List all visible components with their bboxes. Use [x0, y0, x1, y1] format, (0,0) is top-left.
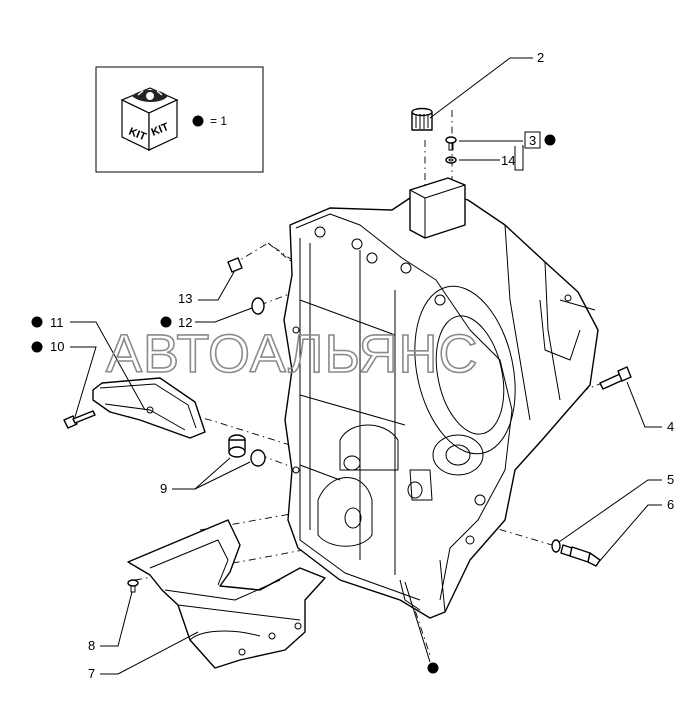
kit-bullet-icon: [192, 115, 204, 127]
kit-bullet-icon-housing: [427, 662, 439, 674]
flange-bolt-holes: [292, 226, 572, 545]
callout-6: 6: [667, 497, 674, 512]
callout-3: 3: [529, 133, 536, 148]
callouts: 2 3 14 13 12 11 10 9 4 5 6 8 7: [31, 50, 674, 681]
breather-plug-part-2: [411, 107, 433, 131]
screw-part-3: [445, 136, 457, 151]
washer-part-5: [551, 539, 561, 553]
guard-plate-part-7: [127, 519, 326, 669]
kit-equation: = 1: [210, 114, 227, 128]
screw-part-8: [127, 579, 139, 593]
drain-plug-part-9: [228, 434, 266, 467]
bolt-part-10: [63, 410, 96, 429]
callout-2: 2: [537, 50, 544, 65]
dowel-pin-part-13: [227, 257, 243, 273]
callout-3-frame: [524, 131, 541, 149]
callout-7: 7: [88, 666, 95, 681]
kit-legend: KIT KIT = 1: [95, 66, 264, 173]
callout-4: 4: [667, 419, 674, 434]
callout-8: 8: [88, 638, 95, 653]
bolt-part-4: [599, 366, 632, 390]
hardware-parts: [63, 107, 632, 593]
kit-box-icon: [120, 87, 179, 151]
callout-12: 12: [178, 315, 192, 330]
housing-leader: [404, 581, 431, 663]
callout-10: 10: [50, 339, 64, 354]
watermark: АВТОАЛЬЯНС: [106, 324, 478, 384]
legend-frame: [95, 66, 264, 173]
callout-13: 13: [178, 291, 192, 306]
kit-bullet-icon-10: [31, 341, 43, 353]
o-ring-part-12: [251, 297, 265, 315]
callout-14: 14: [501, 153, 515, 168]
kit-bullet-icon-12: [160, 316, 172, 328]
washer-part-14: [445, 156, 457, 164]
callout-11: 11: [50, 315, 64, 330]
leader-lines: [70, 57, 662, 675]
transmission-housing: [283, 177, 599, 619]
callout-9: 9: [160, 481, 167, 496]
sensor-part-6: [560, 544, 601, 567]
bracket-plate-part-11: [92, 377, 206, 439]
kit-bullet-icon-3: [544, 134, 556, 146]
kit-bullet-icon-11: [31, 316, 43, 328]
callout-5: 5: [667, 472, 674, 487]
